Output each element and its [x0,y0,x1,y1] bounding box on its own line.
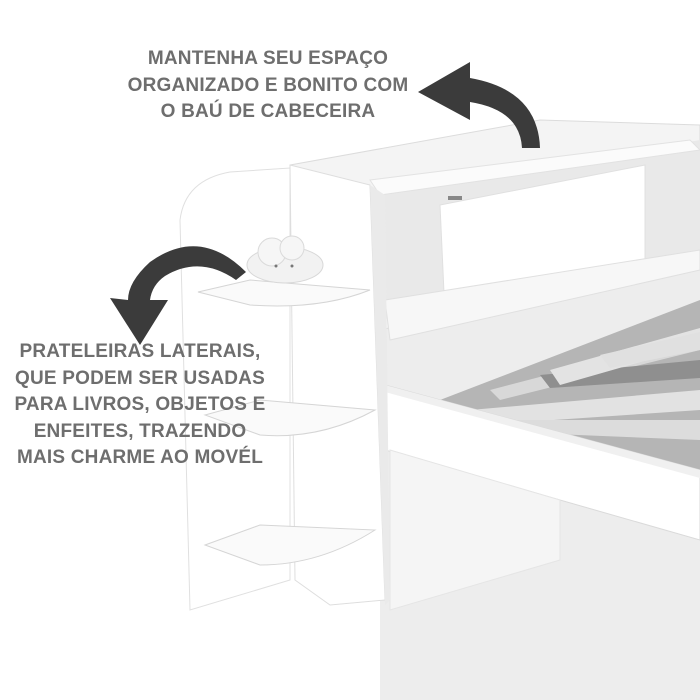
arrow-to-headboard-icon [418,62,540,148]
caption-line: PARA LIVROS, OBJETOS E [14,394,266,415]
shelves-caption: PRATELEIRAS LATERAIS, QUE PODEM SER USAD… [8,339,272,472]
caption-line: O BAÚ DE CABECEIRA [160,101,376,122]
caption-line: ENFEITES, TRAZENDO [33,420,247,442]
caption-line: QUE PODEM SER USADAS [15,367,265,389]
arrow-to-shelves-icon [110,246,246,345]
headboard-caption: MANTENHA SEU ESPAÇO ORGANIZADO E BONITO … [118,46,418,126]
brand-tag [448,196,462,200]
caption-line: MAIS CHARME AO MOVÉL [16,447,264,468]
caption-line: MANTENHA SEU ESPAÇO [147,48,389,69]
cloud-lamp [246,235,324,284]
caption-line: PRATELEIRAS LATERAIS, [19,341,261,362]
side-shelves [197,279,377,566]
caption-line: ORGANIZADO E BONITO COM [127,74,409,96]
